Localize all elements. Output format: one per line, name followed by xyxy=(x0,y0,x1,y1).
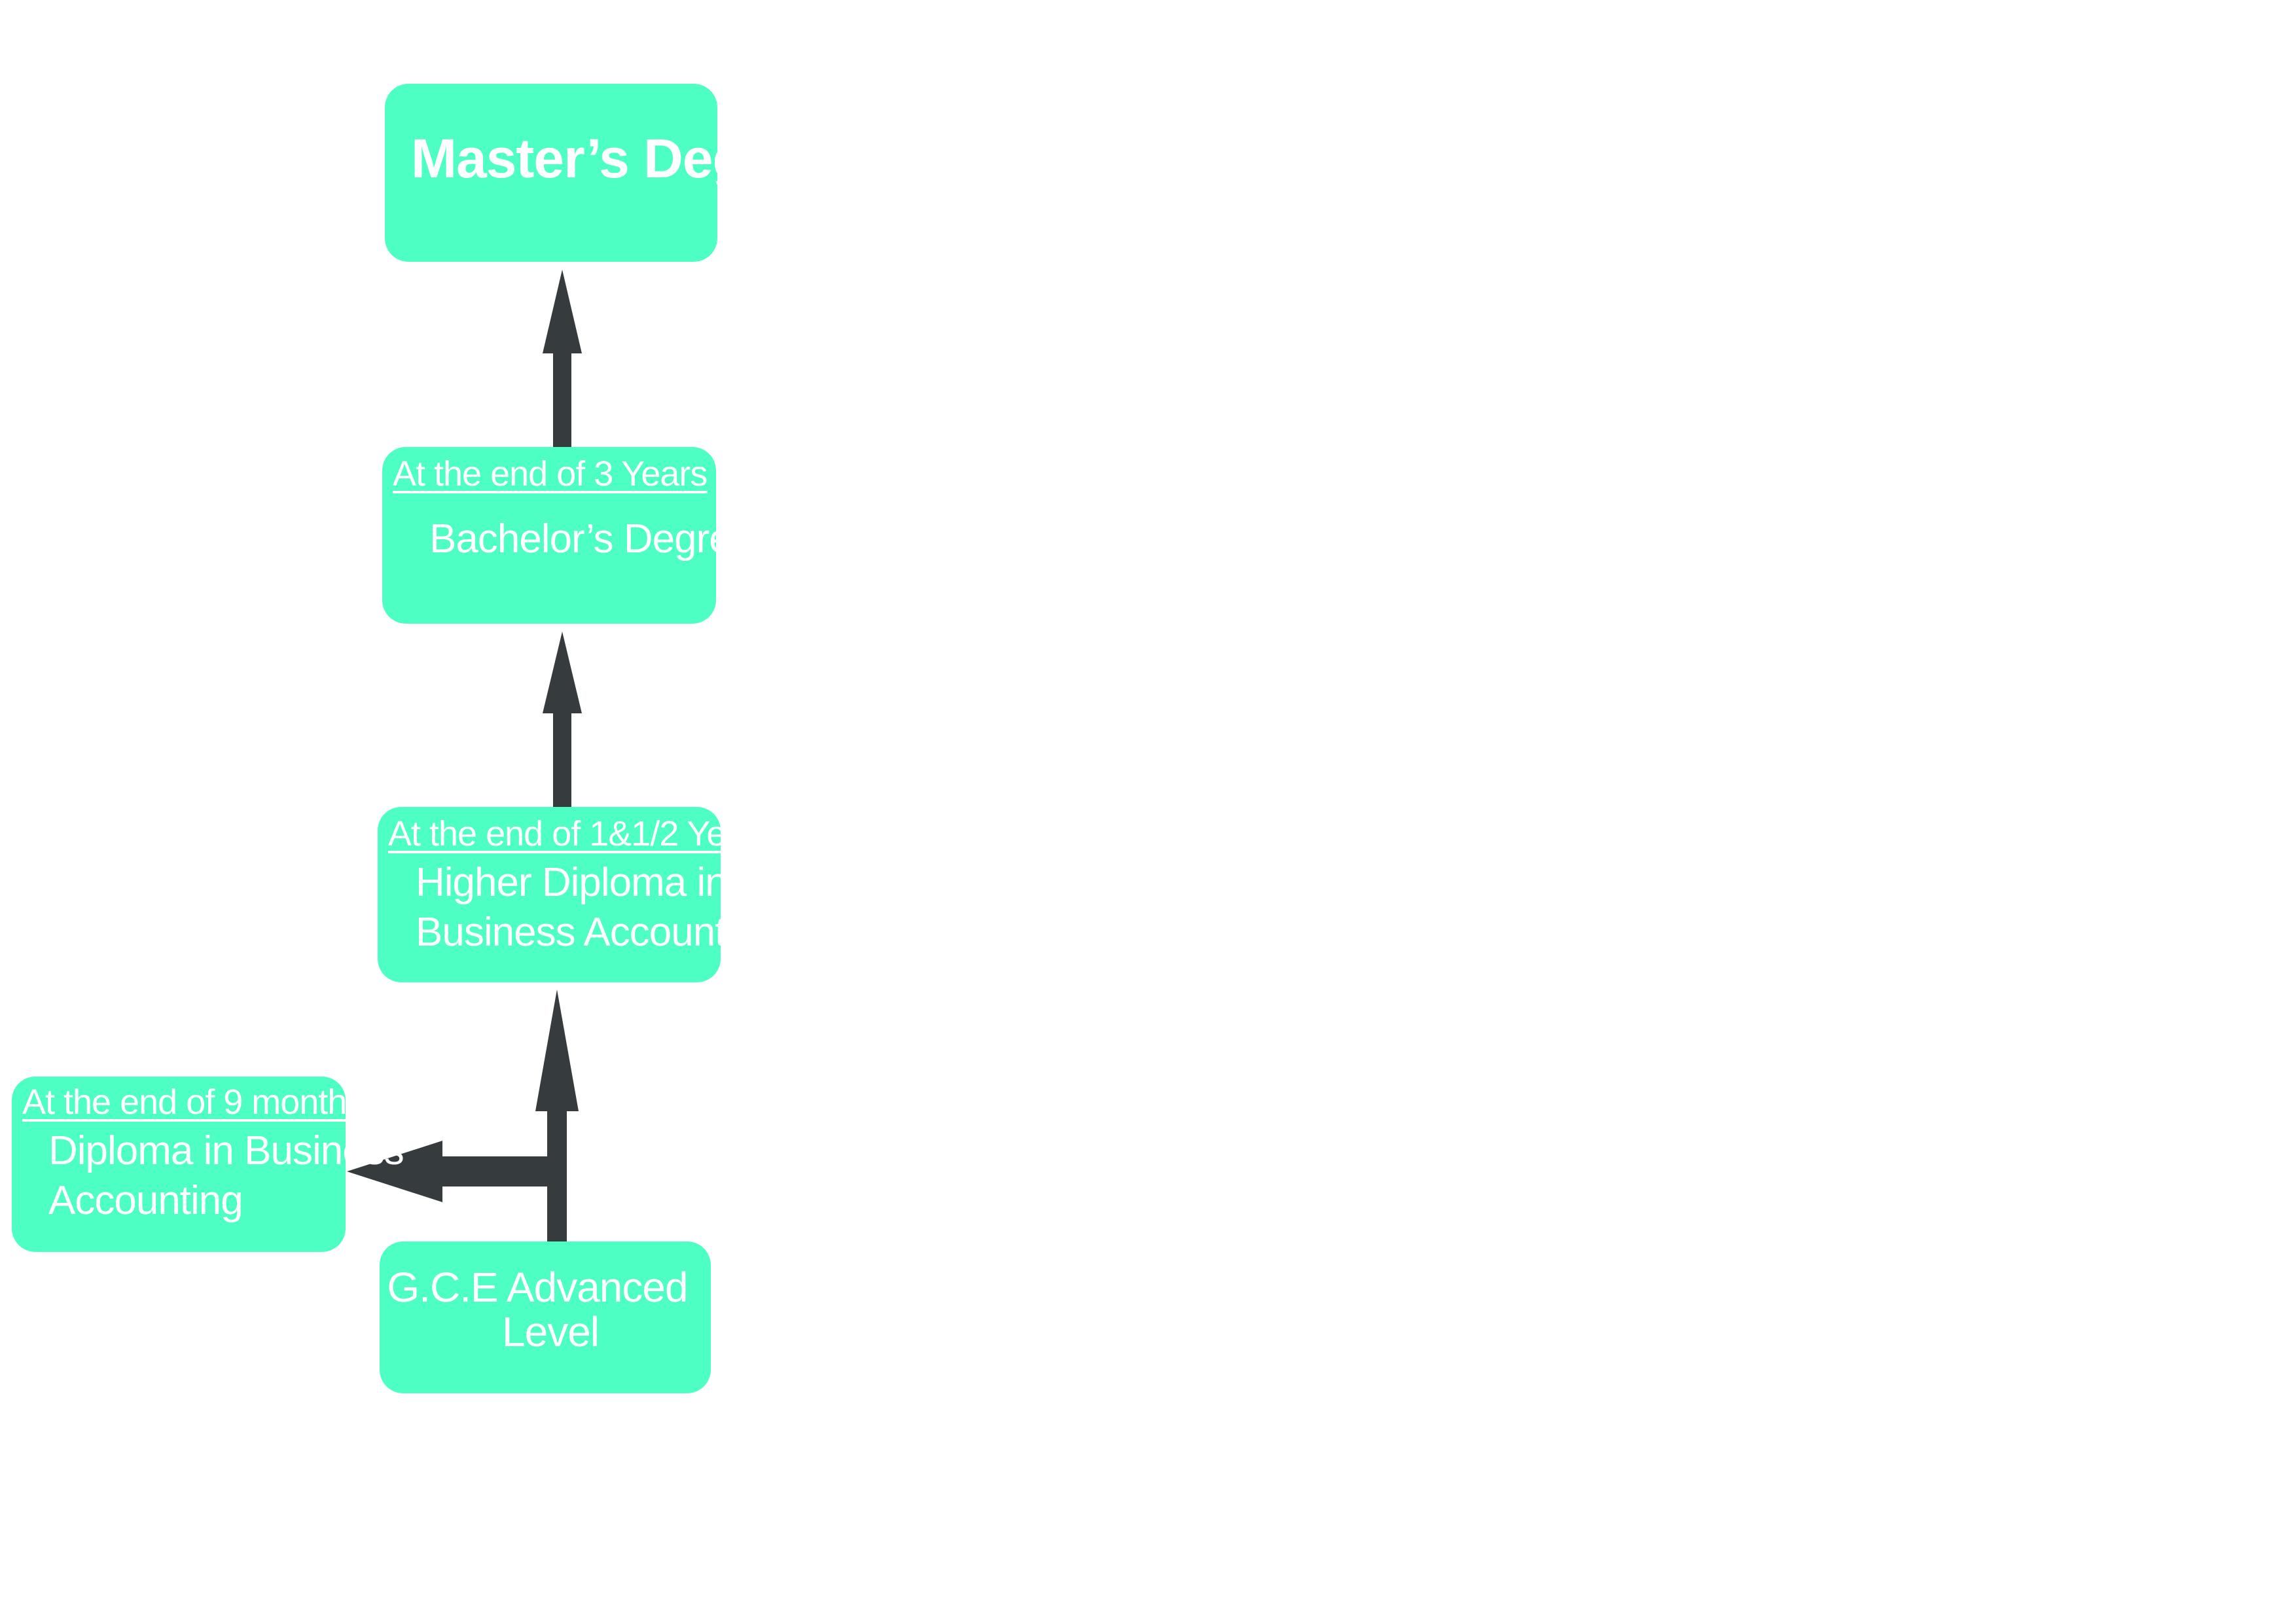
arrow-bachelors-to-masters xyxy=(543,270,582,448)
masters-degree-title: Master’s Degree xyxy=(411,128,827,189)
gce-title-line2: Level xyxy=(502,1308,600,1355)
diploma-box: At the end of 9 months Diploma in Busine… xyxy=(12,1077,404,1252)
diploma-duration-caption: At the end of 9 months xyxy=(22,1082,364,1122)
arrow-gce-to-diploma xyxy=(347,1141,556,1202)
gce-title-line1: G.C.E Advanced xyxy=(387,1264,688,1311)
diploma-title-line2: Accounting xyxy=(48,1178,243,1223)
diploma-title: Diploma in Business Accounting xyxy=(48,1126,404,1226)
higher-diploma-duration-caption: At the end of 1&1/2 Years xyxy=(388,814,773,853)
higher-diploma-title-line1: Higher Diploma in xyxy=(416,860,728,905)
bachelors-degree-title: Bachelor’s Degree xyxy=(429,516,753,562)
bachelors-duration-caption: At the end of 3 Years xyxy=(393,454,708,493)
arrow-higher-diploma-to-bachelors xyxy=(543,632,582,808)
arrow-gce-to-higher-diploma xyxy=(535,990,579,1243)
gce-title: G.C.E Advanced Level xyxy=(380,1265,711,1354)
gce-advanced-level-box: G.C.E Advanced Level xyxy=(380,1241,711,1393)
bachelors-degree-box: At the end of 3 Years Bachelor’s Degree xyxy=(382,447,753,624)
diploma-title-line1: Diploma in Business xyxy=(48,1128,404,1173)
masters-degree-box: Master’s Degree xyxy=(385,84,827,262)
higher-diploma-box: At the end of 1&1/2 Years Higher Diploma… xyxy=(378,807,778,982)
higher-diploma-title: Higher Diploma in Business Accounting xyxy=(416,858,778,957)
higher-diploma-title-line2: Business Accounting xyxy=(416,910,778,955)
